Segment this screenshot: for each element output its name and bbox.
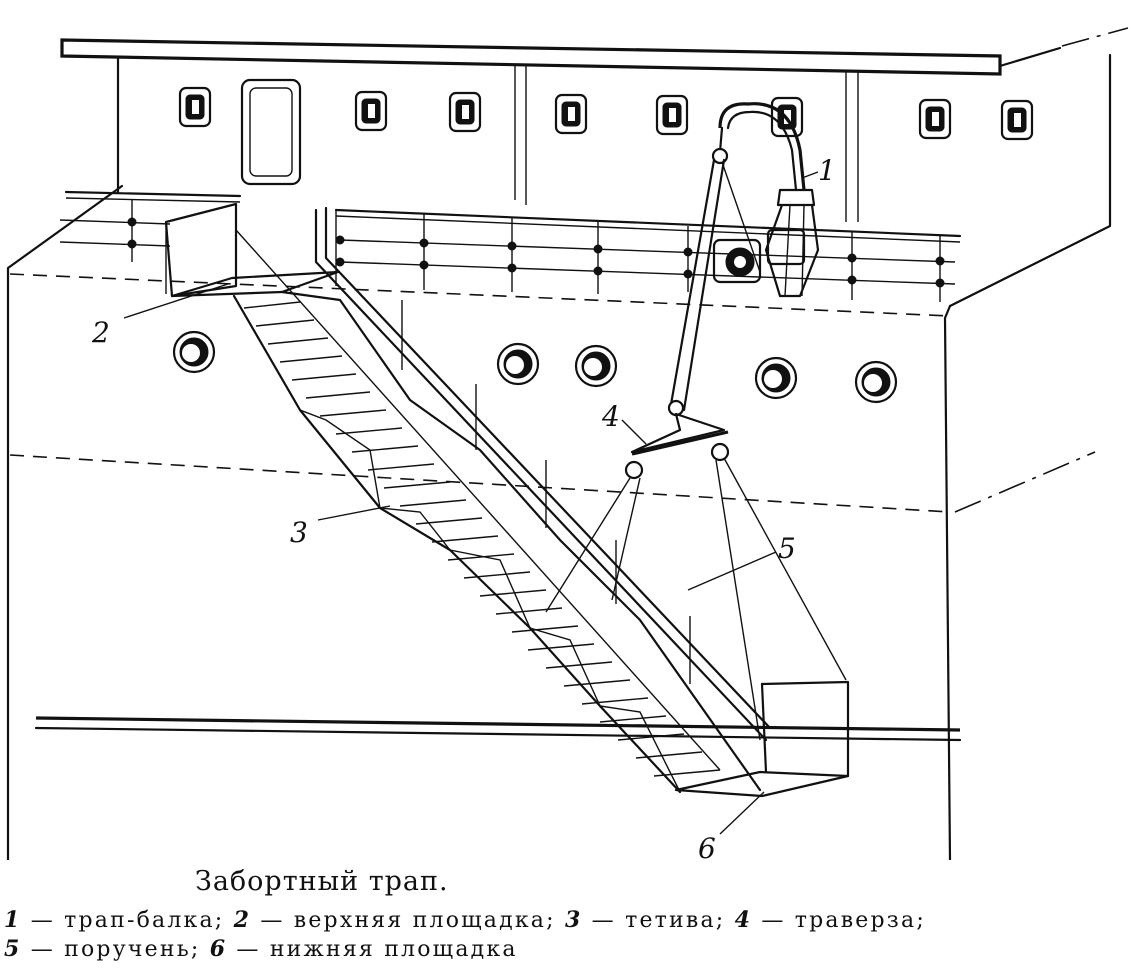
callout-6: 6 xyxy=(698,832,716,860)
callout-5: 5 xyxy=(778,532,796,565)
legend-item-2: 2 — верхняя площадка; xyxy=(233,907,556,933)
legend-item-6: 6 — нижняя площадка xyxy=(209,936,518,962)
callout-4: 4 xyxy=(601,400,620,433)
winch xyxy=(712,238,762,284)
ladder xyxy=(164,202,850,798)
legend-item-5: 5 — поручень; xyxy=(4,936,201,962)
davit xyxy=(668,102,820,412)
hull xyxy=(6,184,1096,860)
traverse xyxy=(545,399,847,741)
deckhouse-door xyxy=(240,78,302,186)
legend-item-3: 3 — тетива; xyxy=(564,907,726,933)
deck-railing xyxy=(59,190,962,302)
deckhouse xyxy=(60,27,1129,308)
callout-2: 2 xyxy=(91,316,110,349)
callout-3: 3 xyxy=(290,516,308,549)
figure-legend: 1 — трап-балка; 2 — верхняя площадка; 3 … xyxy=(4,906,1128,964)
accommodation-ladder-drawing: 1 2 3 4 5 6 xyxy=(6,27,1129,860)
callouts: 1 2 3 4 5 6 xyxy=(91,154,836,860)
callout-1: 1 xyxy=(818,154,836,187)
figure-title: Забортный трап. xyxy=(195,866,449,897)
legend-item-1: 1 — трап-балка; xyxy=(4,907,225,933)
hull-portholes xyxy=(172,330,898,404)
legend-item-4: 4 — траверза; xyxy=(734,907,926,933)
deckhouse-windows xyxy=(178,86,1034,141)
